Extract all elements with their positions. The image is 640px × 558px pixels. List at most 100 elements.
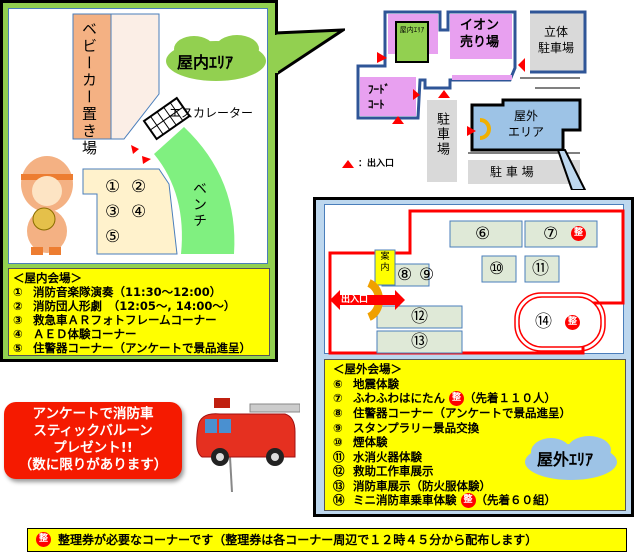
list-item: ① 消防音楽隊演奏（11:30～12:00） (13, 285, 265, 299)
list-item: ⑥ 地震体験 (333, 377, 617, 392)
booth-10: ⑩ (489, 259, 505, 279)
site-minimap: 屋内ｴﾘｱ イオン売り場 立体駐車場 ﾌｰﾄﾞｺｰﾄ 駐車場 屋外エリア 駐 車… (340, 0, 640, 190)
list-item: ⑪ 水消火器体験 (333, 450, 617, 465)
booth-5: ⑤ (105, 227, 121, 247)
item-text: スタンプラリー景品交換 (353, 420, 480, 435)
minimap-shapes (342, 10, 587, 190)
item-num: ② (13, 299, 23, 313)
entrance-label: 出入口 (341, 295, 369, 305)
item-text: 救助工作車展示 (353, 464, 434, 478)
parking-line2: 駐車場 (538, 41, 575, 55)
minimap-food-court: ﾌｰﾄﾞ ｺｰﾄ (368, 82, 390, 112)
list-item: ⑨ スタンプラリー景品交換 (333, 421, 617, 436)
list-item: ⑧ 住警器コーナー（アンケートで景品進呈） (333, 406, 617, 421)
booth-12: ⑫ (411, 307, 428, 327)
promo-line1: アンケートで消防車 (32, 406, 154, 422)
item-num: ③ (13, 313, 23, 327)
item-text: ふわふわはにたん (353, 391, 445, 405)
booth-9: ⑨ (419, 265, 435, 285)
food-line1: ﾌｰﾄﾞ (368, 83, 390, 96)
item-num: ⑧ (333, 406, 343, 420)
mascot-character (21, 156, 73, 255)
item-num: ⑫ (333, 464, 345, 478)
item-text: 消防車展示（防火服体験） (353, 478, 491, 493)
list-item: ⑭ ミニ消防車乗車体験 整（先着６０組） (333, 493, 617, 508)
cloud-shape (525, 436, 617, 480)
outdoor-area-panel: ⑥ ⑦ 整 案内 ⑧ ⑨ ⑩ ⑪ ⑫ ⑬ ⑭ 整 出入口 屋外ｴﾘｱ ＜屋外会場… (313, 197, 634, 517)
outdoor-line2: エリア (508, 125, 545, 139)
indoor-map: ベビーカー置き場 屋内ｴﾘｱ エスカレーター ベンチ ① ② ③ ④ ⑤ (8, 8, 268, 264)
booth-11: ⑪ (532, 259, 549, 279)
outdoor-shapes (328, 209, 625, 355)
balloon-promo: アンケートで消防車 スティックバルーン プレゼント!! （数に限りがあります） (4, 402, 182, 479)
ticket-required-badge: 整 (36, 532, 51, 547)
item-text: ミニ消防車乗車体験 (353, 493, 457, 507)
item-text: 消防音楽隊演奏（11:30～12:00） (33, 285, 222, 299)
cloud-shape (166, 35, 266, 81)
item-text: 地震体験 (353, 376, 399, 391)
item-text: 救急車ＡＲフォトフレームコーナー (33, 313, 217, 327)
bench-shape (154, 127, 235, 254)
item-num: ① (13, 285, 23, 299)
minimap-multilevel-parking: 立体駐車場 (538, 24, 574, 56)
booth-2: ② (131, 177, 147, 197)
ticket-required-badge: 整 (565, 315, 580, 330)
fire-truck-balloon-image (196, 398, 300, 492)
outdoor-list-title: ＜屋外会場＞ (333, 362, 402, 376)
item-num: ⑥ (333, 376, 343, 391)
item-note: （先着６０組） (475, 493, 557, 507)
item-num: ④ (13, 327, 23, 341)
ticket-notice-bar: 整 整理券が必要なコーナーです（整理券は各コーナー周辺で１２時４５分から配布しま… (27, 528, 627, 552)
food-line2: ｺｰﾄ (368, 98, 385, 111)
indoor-cloud-label: 屋内ｴﾘｱ (177, 53, 234, 72)
minimap-outdoor-area: 屋外エリア (508, 108, 544, 140)
item-num: ⑤ (13, 341, 23, 355)
item-text: 住警器コーナー（アンケートで景品進呈） (353, 406, 572, 420)
list-item: ④ ＡＥＤ体験コーナー (13, 327, 265, 341)
outdoor-cloud-label: 屋外ｴﾘｱ (537, 450, 594, 469)
outdoor-map: ⑥ ⑦ 整 案内 ⑧ ⑨ ⑩ ⑪ ⑫ ⑬ ⑭ 整 出入口 (324, 204, 625, 355)
item-text: ＡＥＤ体験コーナー (33, 327, 137, 341)
list-item: ⑫ 救助工作車展示 (333, 464, 617, 479)
escalator-label: エスカレーター (169, 106, 254, 120)
item-num: ⑪ (333, 449, 345, 464)
escalator-icon (142, 96, 191, 141)
booth-14: ⑭ (535, 312, 552, 332)
promo-line3: プレゼント!! (53, 440, 133, 456)
list-item: ⑤ 住警器コーナー（アンケートで景品進呈） (13, 341, 265, 355)
item-text: 住警器コーナー（アンケートで景品進呈） (33, 341, 252, 355)
entrance-legend: ：出入口 (358, 159, 395, 169)
booth-8: ⑧ (397, 265, 413, 285)
minimap-aeon: イオン売り場 (460, 17, 499, 51)
promo-line4: （数に限りがあります） (18, 457, 168, 473)
parking-line1: 立体 (544, 25, 569, 39)
minimap-indoor-area: 屋内ｴﾘｱ (399, 26, 425, 34)
list-item: ⑩ 煙体験 (333, 435, 617, 450)
item-text: 煙体験 (353, 435, 388, 449)
info-booth: 案内 (380, 252, 390, 273)
booth-1: ① (105, 177, 121, 197)
outdoor-line1: 屋外 (514, 109, 539, 123)
entrance-arrow (330, 290, 405, 310)
ticket-required-badge: 整 (449, 391, 465, 406)
ticket-notice-text: 整理券が必要なコーナーです（整理券は各コーナー周辺で１２時４５分から配布します） (58, 533, 538, 547)
promo-line2: スティックバルーン (33, 423, 153, 439)
booth-3: ③ (105, 202, 121, 222)
ticket-required-badge: 整 (460, 493, 476, 508)
speech-tail (275, 28, 345, 77)
item-num: ⑩ (333, 435, 343, 449)
booth-13: ⑬ (411, 332, 428, 352)
baby-car-label: ベビーカー置き場 (80, 21, 98, 157)
item-text: 水消火器体験 (353, 449, 422, 464)
item-num: ⑦ (333, 391, 343, 405)
booth-6: ⑥ (475, 224, 491, 244)
bench-label: ベンチ (191, 181, 207, 229)
item-num: ⑭ (333, 493, 345, 507)
item-num: ⑨ (333, 420, 343, 435)
aeon-line2: 売り場 (460, 35, 500, 50)
ticket-required-badge: 整 (571, 226, 586, 241)
item-text: 消防団人形劇 （12:05～, 14:00～） (33, 299, 236, 313)
